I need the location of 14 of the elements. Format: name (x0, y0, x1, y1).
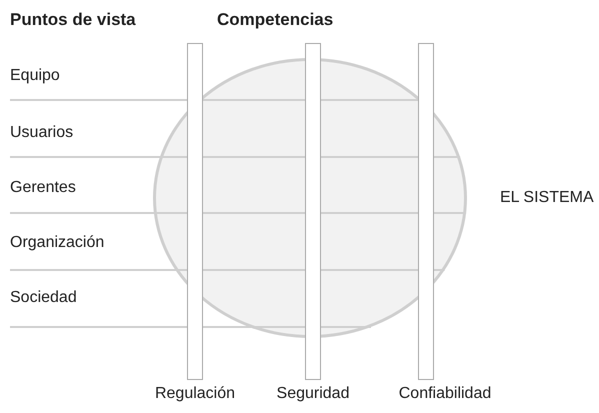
viewpoint-label: Equipo (10, 66, 60, 86)
viewpoint-label: Usuarios (10, 123, 74, 143)
competency-label: Regulación (154, 384, 236, 404)
competency-bar (187, 43, 203, 380)
column-heading: Competencias (217, 9, 334, 31)
column-heading: Puntos de vista (10, 9, 136, 31)
competency-label: Confiabilidad (398, 384, 492, 404)
viewpoint-label: Gerentes (10, 178, 76, 198)
viewpoint-label: Sociedad (10, 288, 77, 308)
viewpoint-label: Organización (10, 233, 104, 253)
competency-bar (305, 43, 321, 380)
competency-bar (418, 43, 434, 380)
system-label: EL SISTEMA (500, 188, 595, 208)
competency-label: Seguridad (276, 384, 350, 404)
